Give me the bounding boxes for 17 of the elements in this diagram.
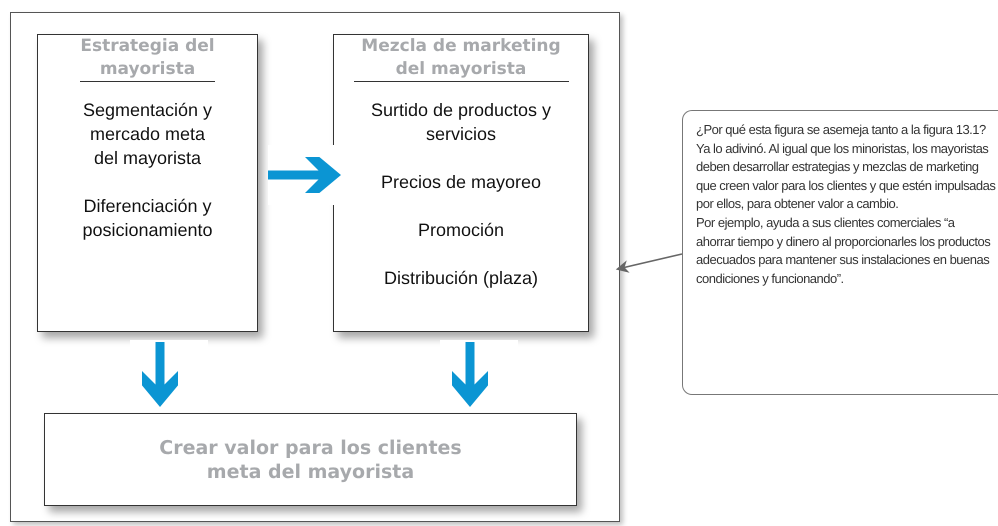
strategy-card [37,34,258,332]
card-item: Surtido de productos y servicios [370,99,552,146]
card-item: Segmentación y mercado meta del mayorista [82,99,214,170]
callout-text: ¿Por qué esta figura se asemeja tanto a la figura 13.1? Ya lo adivinó. Al igual que los minoristas, los mayoristas deben desarrollar estrategias y mezclas de marketing que creen valor para los clientes y que estén impulsadas por ellos, para obtener valor a cambio. [696,121,996,214]
card-item: Diferenciación y posicionamiento [81,195,214,242]
strategy-card [333,34,589,332]
frame-box [10,12,620,522]
callout-box [682,110,998,395]
callout-text: Por ejemplo, ayuda a sus clientes comerciales “a ahorrar tiempo y dinero al proporcionarles los productos adecuados para mantener sus instalaciones en buenas condiciones y funcionando”. [696,214,992,288]
card-heading: Mezcla de marketing del mayorista [354,35,568,82]
leader-arrow [616,253,682,273]
card-item: Precios de mayoreo [380,171,542,194]
card-heading: Estrategia del mayorista [80,35,215,82]
result-text: Crear valor para los clientes meta del mayorista [158,436,463,484]
result-box [44,413,577,506]
card-item: Distribución (plaza) [382,267,540,290]
card-item: Promoción [416,219,506,242]
